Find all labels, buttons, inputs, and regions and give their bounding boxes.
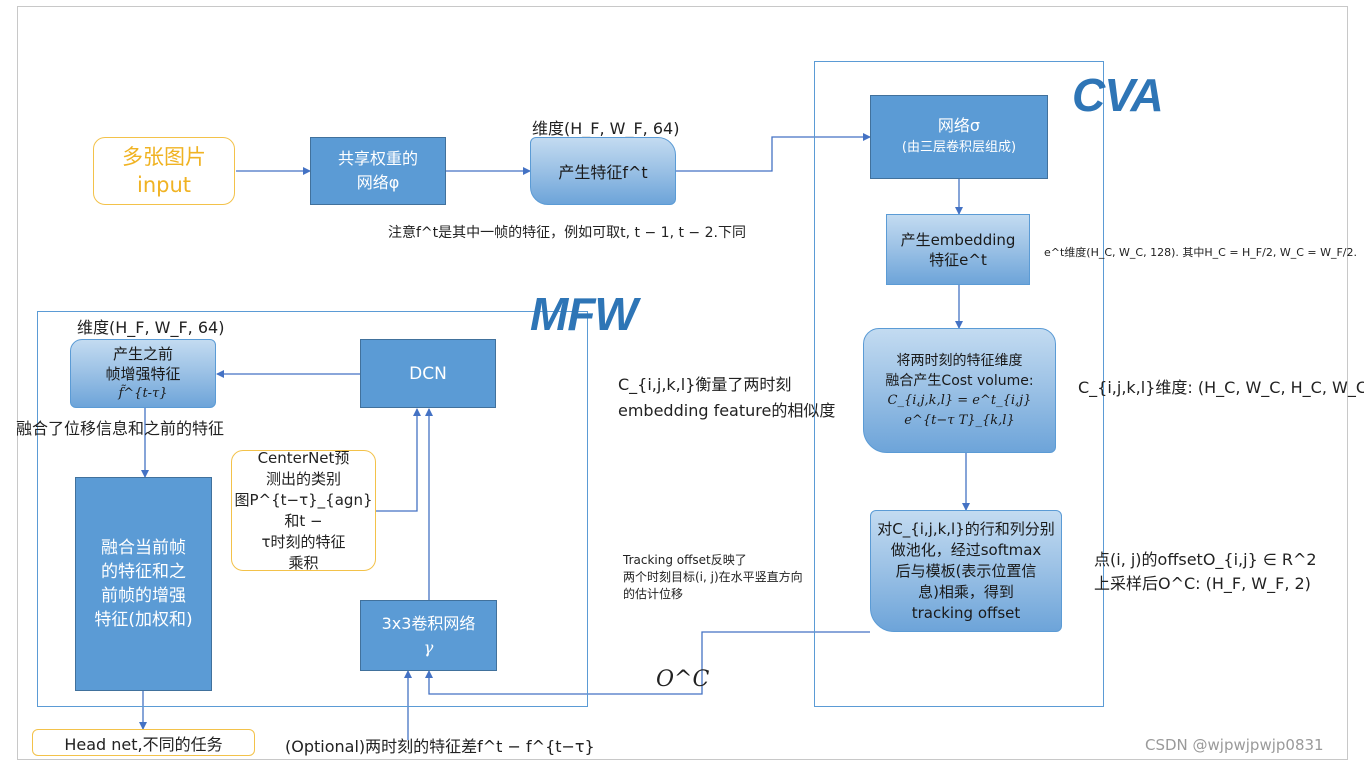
fuse-label-1: 融合当前帧 xyxy=(101,538,186,558)
prev-enhanced-feature-node: 产生之前 帧增强特征 f̃^{t-τ} xyxy=(70,339,216,408)
prev-label-2: 帧增强特征 xyxy=(105,364,181,383)
tracking-offset-note: Tracking offset反映了 两个时刻目标(i, j)在水平竖直方向 的… xyxy=(623,552,803,603)
sigma-label-2: (由三层卷积层组成) xyxy=(901,140,1017,155)
dcn-label: DCN xyxy=(409,363,447,384)
conv-gamma-node: 3x3卷积网络 γ xyxy=(360,600,497,671)
feature-dim-label: 维度(H_F, W_F, 64) xyxy=(532,119,680,138)
prev-label-3: f̃^{t-τ} xyxy=(118,385,168,401)
pool-label-3: 后与模板(表示位置信 xyxy=(895,561,1037,580)
feature-note: 注意f^t是其中一帧的特征，例如可取t, t − 1, t − 2.下同 xyxy=(388,225,746,241)
conv-label-2: γ xyxy=(423,637,434,657)
sigma-label-1: 网络σ xyxy=(937,116,981,135)
embedding-label-2: 特征e^t xyxy=(929,250,987,269)
arrow-pool-to-conv xyxy=(425,631,870,695)
embedding-node: 产生embedding 特征e^t xyxy=(886,214,1030,285)
shared-net-label-2: 网络φ xyxy=(356,173,400,192)
mfw-region xyxy=(37,311,588,707)
centernet-line-1: CenterNet预 xyxy=(257,448,350,467)
sigma-network-node: 网络σ (由三层卷积层组成) xyxy=(870,95,1048,179)
shared-weight-network-node: 共享权重的 网络φ xyxy=(310,137,446,205)
prev-label-1: 产生之前 xyxy=(112,344,173,363)
tracking-offset-node: 对C_{i,j,k,l}的行和列分别 做池化，经过softmax 后与模板(表示… xyxy=(870,510,1062,632)
tracking-note-line-3: 的估计位移 xyxy=(623,587,684,601)
tracking-note-line-1: Tracking offset反映了 xyxy=(623,553,747,567)
head-net-label: Head net,不同的任务 xyxy=(64,734,223,754)
dcn-node: DCN xyxy=(360,339,496,408)
offset-note: 点(i, j)的offsetO_{i,j} ∈ R^2 上采样后O^C: (H_… xyxy=(1094,548,1317,596)
offset-note-line-1: 点(i, j)的offsetO_{i,j} ∈ R^2 xyxy=(1094,550,1317,569)
cost-label-1: 将两时刻的特征维度 xyxy=(896,352,1023,369)
cost-volume-node: 将两时刻的特征维度 融合产生Cost volume: C_{i,j,k,l} =… xyxy=(863,328,1056,453)
input-label-en: input xyxy=(136,173,192,197)
oc-label: O^C xyxy=(656,667,710,692)
similarity-line-1: C_{i,j,k,l}衡量了两时刻 xyxy=(618,375,792,394)
centernet-line-3: 图P^{t−τ}_{agn}和t − xyxy=(234,490,373,530)
centernet-note: CenterNet预 测出的类别 图P^{t−τ}_{agn}和t − τ时刻的… xyxy=(231,448,376,572)
mfw-title: MFW xyxy=(530,288,638,340)
feature-label: 产生特征f^t xyxy=(558,163,648,182)
fused-displacement-note: 融合了位移信息和之前的特征 xyxy=(16,419,225,438)
fuse-feature-node: 融合当前帧 的特征和之 前帧的增强 特征(加权和) xyxy=(75,477,212,691)
feature-node: 产生特征f^t xyxy=(530,137,676,205)
cost-formula: C_{i,j,k,l} = e^t_{i,j} e^{t−τ T}_{k,l} xyxy=(887,392,1032,428)
arrow-centernet-to-dcn xyxy=(376,408,421,512)
pool-label-4: 息)相乘，得到 xyxy=(918,582,1014,601)
cost-dim-note: C_{i,j,k,l}维度: (H_C, W_C, H_C, W_C) xyxy=(1078,378,1364,397)
optional-diff-note: (Optional)两时刻的特征差f^t − f^{t−τ} xyxy=(285,737,595,756)
head-net-node: Head net,不同的任务 xyxy=(32,729,255,756)
input-label-cn: 多张图片 xyxy=(122,145,206,169)
conv-label-1: 3x3卷积网络 xyxy=(381,613,476,633)
similarity-line-2: embedding feature的相似度 xyxy=(618,401,836,420)
cost-label-2: 融合产生Cost volume: xyxy=(885,372,1034,389)
offset-note-line-2: 上采样后O^C: (H_F, W_F, 2) xyxy=(1094,574,1311,593)
centernet-line-5: 乘积 xyxy=(288,553,319,572)
similarity-note: C_{i,j,k,l}衡量了两时刻 embedding feature的相似度 xyxy=(618,372,835,424)
shared-net-label-1: 共享权重的 xyxy=(337,149,418,168)
pool-label-1: 对C_{i,j,k,l}的行和列分别 xyxy=(877,519,1055,538)
fuse-label-2: 的特征和之 xyxy=(101,562,186,582)
input-node: 多张图片 input xyxy=(93,137,235,205)
slide-frame xyxy=(17,6,1348,760)
embedding-label-1: 产生embedding xyxy=(900,230,1016,249)
tracking-note-line-2: 两个时刻目标(i, j)在水平竖直方向 xyxy=(623,570,803,584)
pool-label-2: 做池化，经过softmax xyxy=(890,540,1042,559)
embedding-dim-note: e^t维度(H_C, W_C, 128). 其中H_C = H_F/2, W_C… xyxy=(1044,246,1357,259)
fuse-label-3: 前帧的增强 xyxy=(101,586,186,606)
fuse-label-4: 特征(加权和) xyxy=(94,610,193,630)
cva-title: CVA xyxy=(1072,69,1164,121)
prev-feature-dim-label: 维度(H_F, W_F, 64) xyxy=(77,318,225,337)
cva-region xyxy=(814,61,1104,707)
pool-label-5: tracking offset xyxy=(911,603,1021,622)
centernet-line-4: τ时刻的特征 xyxy=(261,532,346,551)
arrow-feature-to-sigma xyxy=(676,133,871,172)
centernet-line-2: 测出的类别 xyxy=(265,469,341,488)
watermark: CSDN @wjpwjpwjp0831 xyxy=(1145,736,1324,754)
